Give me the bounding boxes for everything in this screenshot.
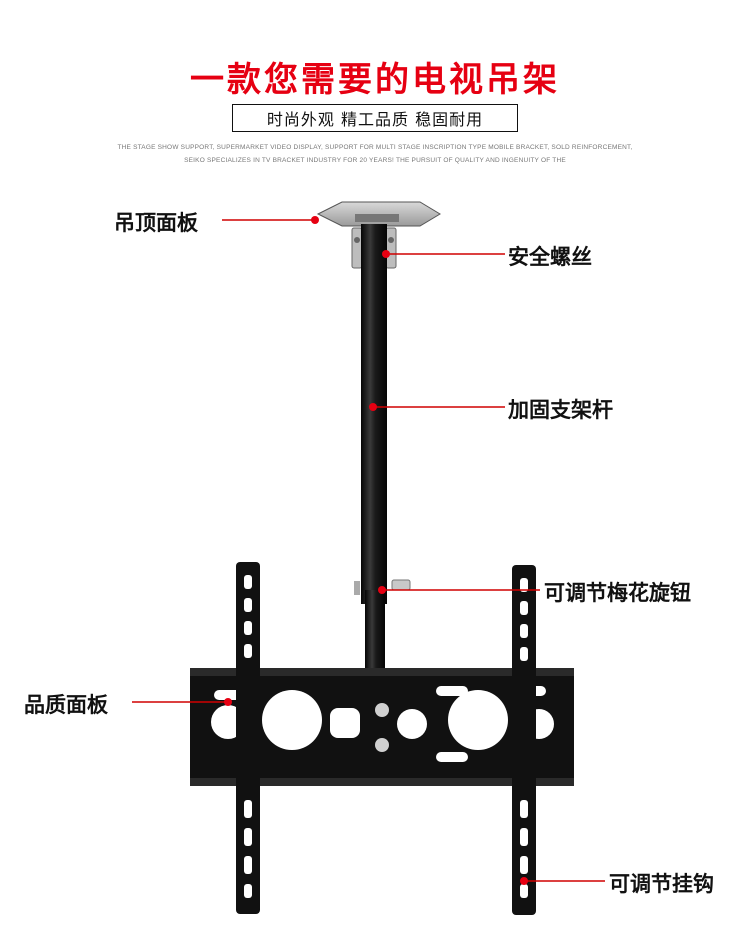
callout-dots <box>224 216 528 885</box>
left-hook-rail <box>236 562 260 914</box>
subtitle-text: 时尚外观 精工品质 稳固耐用 <box>266 110 484 129</box>
callout-lines <box>132 219 605 882</box>
lower-pole <box>365 590 385 670</box>
english-tagline-2: SEIKO SPECIALIZES IN TV BRACKET INDUSTRY… <box>184 157 566 164</box>
callout-quality-panel: 品质面板 <box>24 693 108 717</box>
safety-screw-bracket <box>351 227 397 269</box>
callout-adjustable-knob: 可调节梅花旋钮 <box>544 581 691 605</box>
callout-safety-screw: 安全螺丝 <box>508 245 592 269</box>
callout-adjustable-hook: 可调节挂钩 <box>609 872 714 896</box>
english-tagline-1: THE STAGE SHOW SUPPORT, SUPERMARKET VIDE… <box>117 144 633 151</box>
callout-ceiling-plate: 吊顶面板 <box>114 211 198 235</box>
callout-reinforced-pole: 加固支架杆 <box>508 398 613 422</box>
subtitle-box: 时尚外观 精工品质 稳固耐用 <box>232 104 518 132</box>
ceiling-plate <box>316 201 441 227</box>
upper-pole <box>361 224 387 604</box>
page-title: 一款您需要的电视吊架 <box>190 60 560 100</box>
right-hook-rail <box>512 565 536 915</box>
